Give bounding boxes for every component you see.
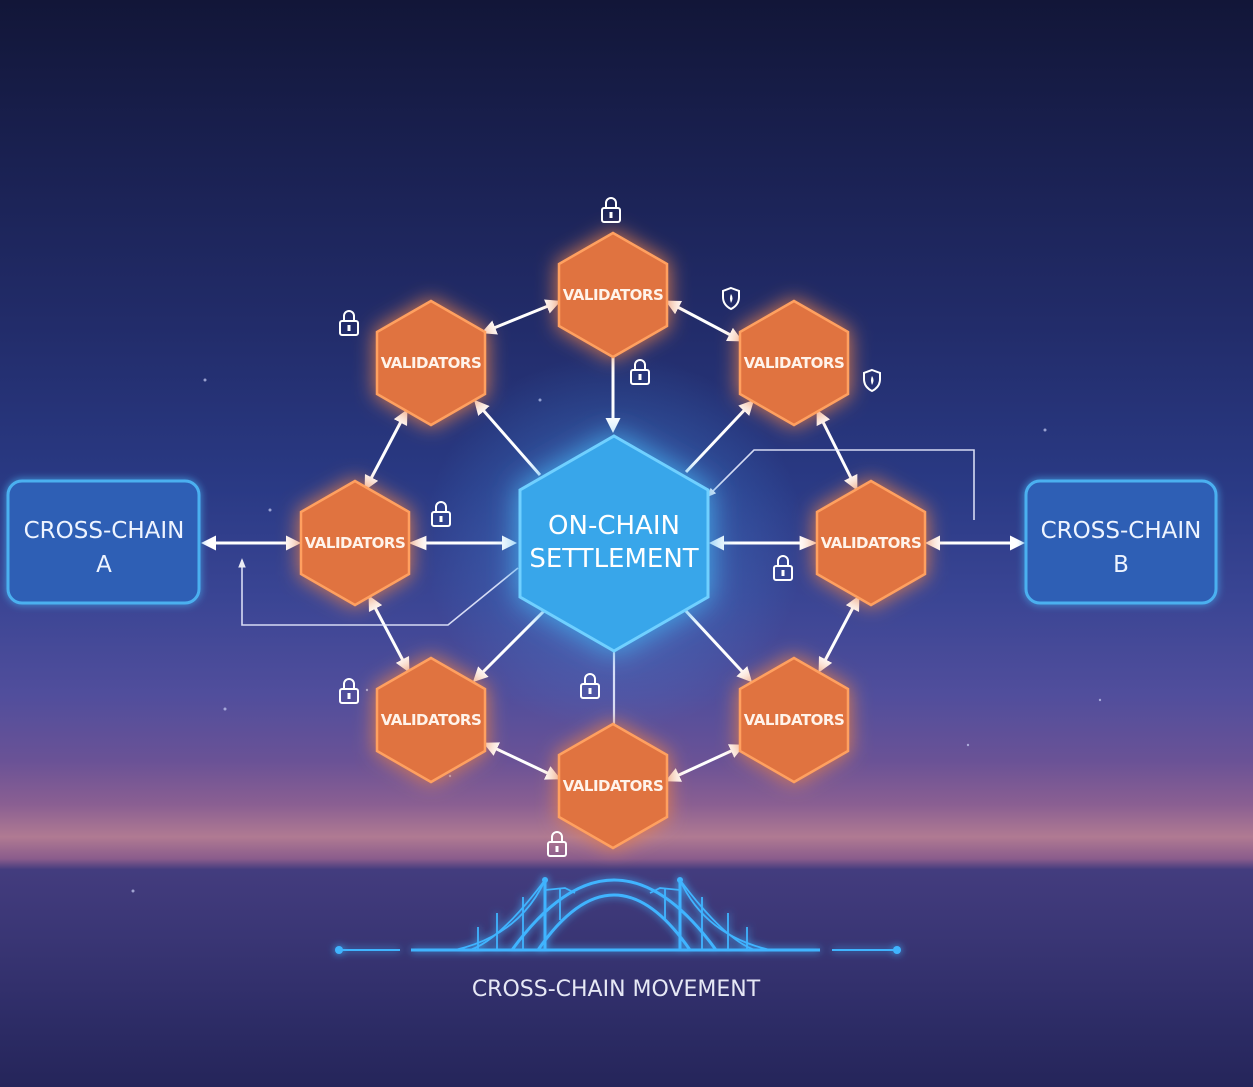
- validator-hexagon: [557, 231, 669, 359]
- validator-label: VALIDATORS: [744, 711, 845, 729]
- link-bottom-ll: [483, 742, 561, 780]
- shield-icon: [722, 286, 740, 311]
- cross-chain-b-box[interactable]: [1024, 479, 1218, 605]
- cross-chain-a-box[interactable]: [6, 479, 201, 605]
- chain-a-line2: A: [96, 552, 112, 578]
- validator-node-upper-right[interactable]: VALIDATORS: [738, 299, 850, 427]
- route-center-to-chainA: [238, 558, 519, 626]
- validator-label: VALIDATORS: [381, 711, 482, 729]
- link-center-ll: [472, 608, 547, 683]
- validator-node-bottom[interactable]: VALIDATORS: [557, 722, 669, 850]
- validator-hexagon: [375, 656, 487, 784]
- validator-node-lower-left[interactable]: VALIDATORS: [375, 656, 487, 784]
- link-center-ul: [474, 399, 542, 476]
- chain-b-line1: CROSS-CHAIN: [1041, 518, 1202, 544]
- validator-hexagon: [738, 656, 850, 784]
- validator-label: VALIDATORS: [563, 286, 664, 304]
- link-center-lr: [683, 608, 753, 683]
- link-ll-l: [368, 595, 410, 673]
- route-chainB-to-center: [706, 449, 975, 520]
- validator-label: VALIDATORS: [821, 534, 922, 552]
- validator-nodes: VALIDATORS VALIDATORS VALIDATORS VALIDATORS…: [299, 231, 927, 850]
- validator-node-top[interactable]: VALIDATORS: [557, 231, 669, 359]
- bridge-icon: [335, 877, 901, 954]
- lock-icon: [580, 673, 600, 699]
- validator-label: VALIDATORS: [381, 354, 482, 372]
- chain-b-line2: B: [1113, 552, 1129, 578]
- connections: [201, 299, 1025, 782]
- validator-node-left[interactable]: VALIDATORS: [299, 479, 411, 607]
- validator-node-right[interactable]: VALIDATORS: [815, 479, 927, 607]
- chain-a-line1: CROSS-CHAIN: [24, 518, 185, 544]
- link-top-ur: [665, 300, 743, 342]
- link-lr-bottom: [665, 744, 745, 782]
- security-icons: [339, 197, 881, 857]
- validator-hexagon: [375, 299, 487, 427]
- lock-icon: [630, 359, 650, 385]
- settlement-line1: ON-CHAIN: [548, 511, 680, 541]
- lock-icon: [773, 555, 793, 581]
- link-center-ur: [684, 399, 755, 474]
- validator-node-lower-right[interactable]: VALIDATORS: [738, 656, 850, 784]
- validator-hexagon: [299, 479, 411, 607]
- on-chain-settlement-node[interactable]: [518, 434, 710, 653]
- link-ul-top: [481, 299, 561, 335]
- validator-label: VALIDATORS: [563, 777, 664, 795]
- lock-icon: [339, 678, 359, 704]
- link-r-lr: [818, 595, 860, 673]
- link-l-ul: [364, 409, 408, 491]
- validator-label: VALIDATORS: [305, 534, 406, 552]
- lock-icon: [339, 310, 359, 336]
- validator-hexagon: [815, 479, 927, 607]
- lock-icon: [601, 197, 621, 223]
- settlement-line2: SETTLEMENT: [529, 544, 698, 574]
- lock-icon: [547, 831, 567, 857]
- validator-hexagon: [557, 722, 669, 850]
- validator-hexagon: [738, 299, 850, 427]
- validator-label: VALIDATORS: [744, 354, 845, 372]
- lock-icon: [431, 501, 451, 527]
- validator-node-upper-left[interactable]: VALIDATORS: [375, 299, 487, 427]
- caption-cross-chain-movement: CROSS-CHAIN MOVEMENT: [472, 977, 761, 1002]
- shield-icon: [863, 368, 881, 393]
